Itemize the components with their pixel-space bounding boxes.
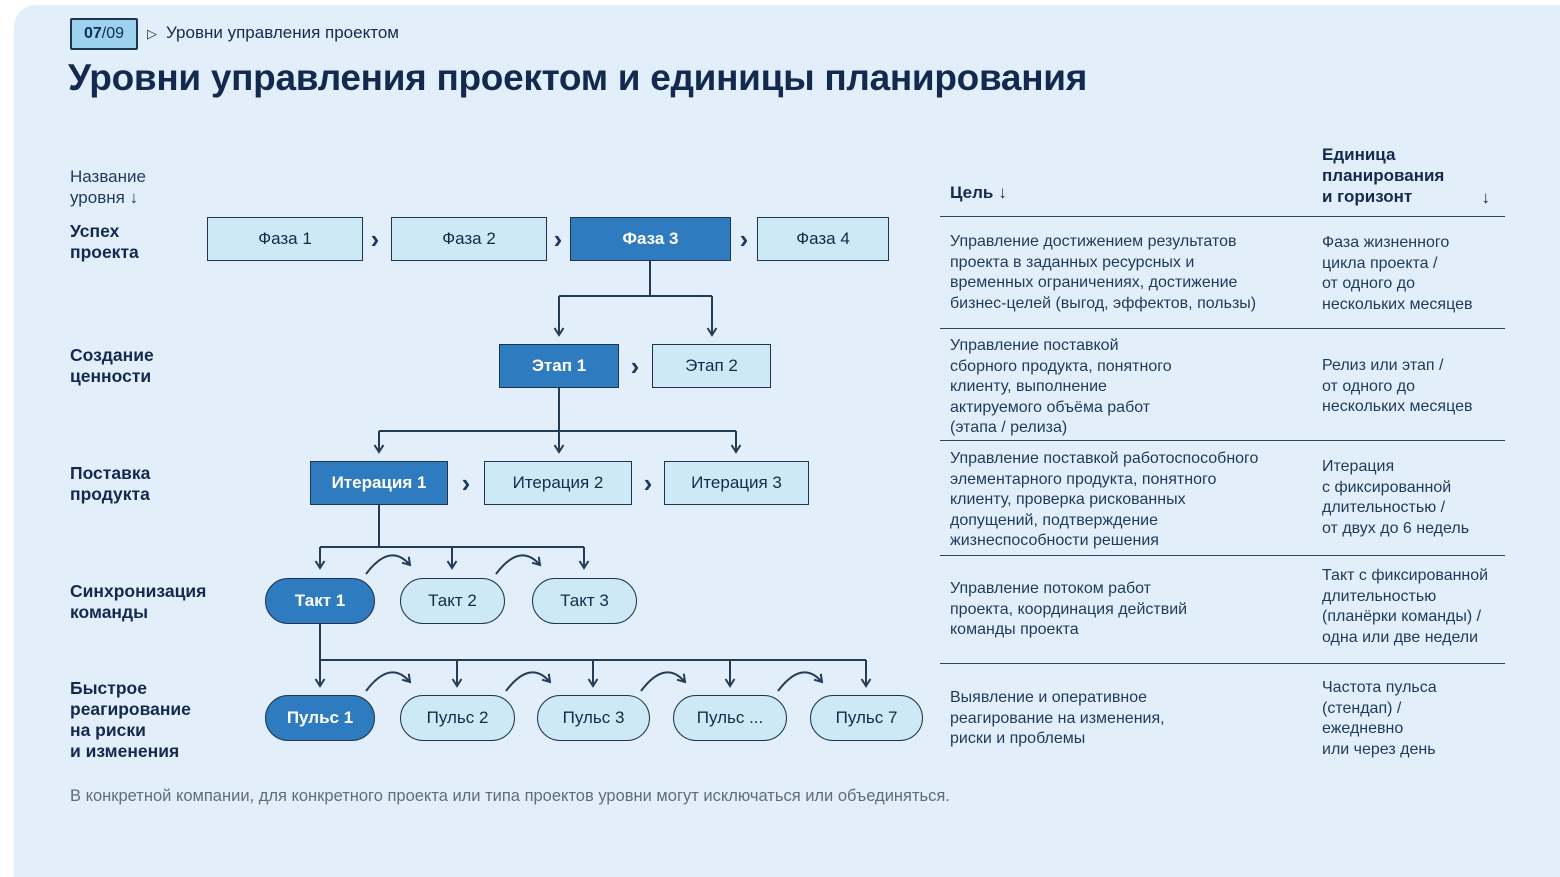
goal-cell-row4: Управление потоком работ проекта, коорди…: [950, 580, 1188, 638]
node-phase-3-active: Фаза 3: [570, 217, 731, 261]
node-iteration-1-active: Итерация 1: [310, 461, 448, 505]
goal-cell-row1: Управление достижением результатов проек…: [950, 233, 1257, 312]
node-pulse-1-active: Пульс 1: [265, 695, 375, 741]
table-divider: [940, 440, 1505, 441]
node-stage-1-active: Этап 1: [499, 344, 619, 388]
node-iteration-2: Итерация 2: [484, 461, 632, 505]
sort-down-icon: ↓: [129, 188, 139, 207]
level-label-success: Успех проекта: [70, 221, 139, 262]
node-iteration-3: Итерация 3: [664, 461, 809, 505]
slide-number-current: 07: [83, 25, 102, 42]
slide-number-total: /09: [101, 25, 125, 42]
goal-column-header-label: Цель: [950, 183, 994, 202]
level-column-header-label: Название уровня: [70, 167, 146, 207]
level-column-header: Название уровня ↓: [70, 166, 146, 208]
unit-column-header-label: Единица планирования и горизонт: [1322, 145, 1445, 206]
page-title: Уровни управления проектом и единицы пла…: [68, 57, 1087, 98]
chevron-right-icon: ›: [553, 224, 563, 254]
sort-down-icon: ↓: [1481, 188, 1491, 207]
chevron-right-icon: ›: [643, 468, 653, 498]
goal-cell-row5: Выявление и оперативное реагирование на …: [950, 689, 1165, 747]
unit-column-header: Единица планирования и горизонт ↓: [1322, 144, 1500, 208]
level-label-react: Быстрое реагирование на риски и изменени…: [70, 678, 191, 761]
node-phase-1: Фаза 1: [207, 217, 363, 261]
table-divider: [940, 555, 1505, 556]
breadcrumb-label: Уровни управления проектом: [166, 23, 399, 42]
footnote: В конкретной компании, для конкретного п…: [70, 787, 950, 805]
node-takt-3: Такт 3: [532, 578, 637, 624]
chevron-right-icon: ›: [739, 224, 749, 254]
node-takt-1-active: Такт 1: [265, 578, 375, 624]
chevron-right-icon: ›: [370, 224, 380, 254]
node-phase-4: Фаза 4: [757, 217, 889, 261]
node-pulse-2: Пульс 2: [400, 695, 515, 741]
chevron-right-icon: ›: [461, 468, 471, 498]
level-label-value: Создание ценности: [70, 345, 154, 386]
breadcrumb: ▷ Уровни управления проектом: [147, 23, 399, 43]
unit-cell-row5: Частота пульса (стендап) / ежедневно или…: [1322, 679, 1437, 758]
unit-cell-row1: Фаза жизненного цикла проекта / от одног…: [1322, 234, 1473, 313]
table-divider: [940, 663, 1505, 664]
slide-number-badge: 07/09: [70, 18, 138, 50]
goal-cell-row2: Управление поставкой сборного продукта, …: [950, 337, 1172, 436]
breadcrumb-triangle-icon: ▷: [147, 25, 157, 41]
table-divider: [940, 216, 1505, 217]
table-divider: [940, 328, 1505, 329]
sort-down-icon: ↓: [998, 183, 1007, 202]
node-stage-2: Этап 2: [652, 344, 771, 388]
goal-column-header: Цель↓: [950, 182, 1007, 203]
node-pulse-7: Пульс 7: [810, 695, 923, 741]
unit-cell-row3: Итерация с фиксированной длительностью /…: [1322, 458, 1470, 537]
goal-cell-row3: Управление поставкой работоспособного эл…: [950, 450, 1259, 549]
level-label-sync: Синхронизация команды: [70, 581, 207, 622]
node-pulse-3: Пульс 3: [537, 695, 650, 741]
node-pulse-ellipsis: Пульс ...: [673, 695, 787, 741]
unit-cell-row4: Такт с фиксированной длительностью (план…: [1322, 567, 1489, 646]
chevron-right-icon: ›: [630, 351, 640, 381]
unit-cell-row2: Релиз или этап / от одного до нескольких…: [1322, 357, 1473, 415]
node-takt-2: Такт 2: [400, 578, 505, 624]
level-label-delivery: Поставка продукта: [70, 463, 151, 504]
node-phase-2: Фаза 2: [391, 217, 547, 261]
